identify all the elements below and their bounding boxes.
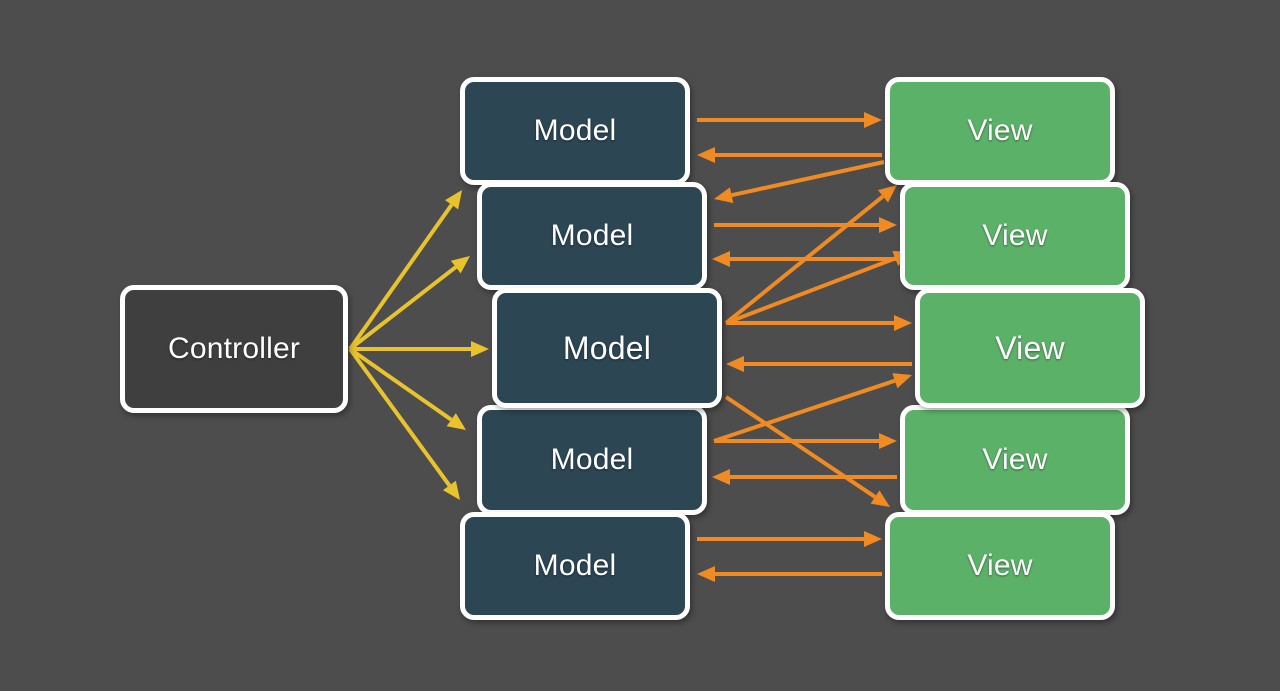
model-view-edge-3-shaft (731, 160, 885, 198)
model-view-edge-14-head (864, 531, 882, 547)
view-node-3[interactable]: View (915, 288, 1145, 408)
view-label: View (982, 219, 1048, 252)
model-label: Model (550, 443, 634, 476)
controller-to-model-4-shaft (348, 347, 453, 422)
model-view-edge-4-head (879, 217, 897, 233)
model-view-edge-5-head (712, 251, 730, 267)
controller-node[interactable]: Controller (120, 285, 348, 413)
controller-to-model-4-head (446, 413, 466, 430)
controller-to-model-1-shaft (348, 203, 454, 351)
controller-to-model-2-head (450, 256, 470, 274)
model-view-edge-1-head (864, 112, 882, 128)
view-label: View (982, 443, 1048, 476)
view-node-2[interactable]: View (900, 182, 1130, 290)
controller-to-model-2-shaft (348, 265, 457, 351)
controller-to-model-3-head (471, 341, 489, 357)
model-view-edge-13-head (712, 469, 730, 485)
model-node-2[interactable]: Model (477, 182, 707, 290)
model-view-edge-15-head (697, 566, 715, 582)
view-label: View (995, 329, 1065, 366)
model-view-edge-8-head (894, 315, 912, 331)
model-view-edge-2-head (697, 147, 715, 163)
controller-to-model-1-head (445, 190, 462, 210)
view-node-5[interactable]: View (885, 512, 1115, 620)
view-node-1[interactable]: View (885, 77, 1115, 185)
model-node-5[interactable]: Model (460, 512, 690, 620)
model-view-edge-7-shaft (725, 256, 896, 325)
view-label: View (967, 114, 1033, 147)
model-view-edge-3-head (714, 187, 734, 203)
view-node-4[interactable]: View (900, 405, 1130, 515)
model-node-1[interactable]: Model (460, 77, 690, 185)
controller-label: Controller (167, 332, 301, 365)
model-view-edge-10-shaft (713, 378, 896, 443)
model-label: Model (562, 329, 652, 366)
view-label: View (967, 549, 1033, 582)
model-view-edge-9-head (726, 356, 744, 372)
model-view-edge-11-head (870, 490, 890, 507)
controller-to-model-5-shaft (348, 347, 452, 487)
model-view-edge-12-head (879, 433, 897, 449)
model-view-edge-10-head (892, 373, 912, 389)
model-label: Model (533, 114, 617, 147)
model-label: Model (550, 219, 634, 252)
model-node-3[interactable]: Model (492, 288, 722, 408)
model-view-edge-6-head (877, 185, 897, 203)
model-node-4[interactable]: Model (477, 405, 707, 515)
model-label: Model (533, 549, 617, 582)
model-view-edge-11-shaft (724, 395, 877, 499)
controller-to-model-5-head (442, 480, 460, 500)
model-view-edge-6-shaft (724, 194, 885, 325)
